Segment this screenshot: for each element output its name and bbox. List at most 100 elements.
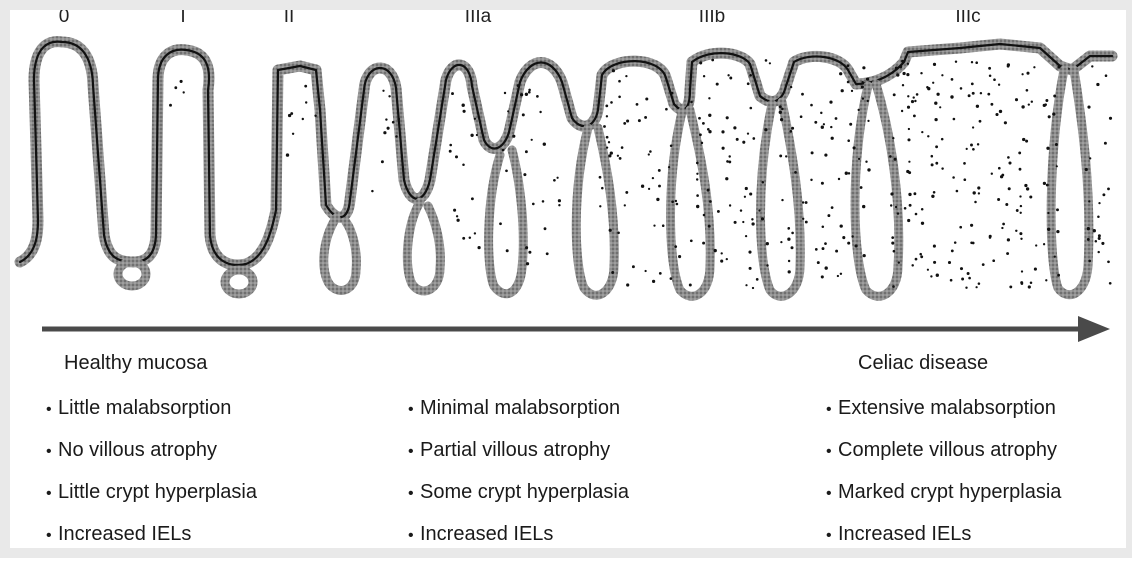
list-item: Increased IELs: [408, 524, 629, 566]
lymphocyte-dot: [907, 138, 910, 141]
stage-label-ii: II: [284, 6, 295, 28]
lymphocyte-dot: [455, 155, 458, 158]
lymphocyte-dot: [729, 204, 731, 206]
lymphocyte-dot: [1029, 195, 1032, 198]
lymphocyte-dot: [911, 264, 913, 266]
lymphocyte-dot: [921, 131, 923, 133]
lymphocyte-dot: [742, 141, 745, 144]
lymphocyte-dot: [670, 145, 673, 148]
lymphocyte-dot: [528, 91, 531, 94]
lymphocyte-dot: [835, 117, 838, 120]
lymphocyte-dot: [678, 255, 681, 258]
list-item: Minimal malabsorption: [408, 398, 629, 440]
lymphocyte-dot: [740, 209, 742, 211]
lymphocyte-dot: [823, 123, 825, 125]
lymphocyte-dot: [824, 242, 827, 245]
lymphocyte-dot: [1025, 140, 1028, 143]
lymphocyte-dot: [920, 255, 923, 258]
lymphocyte-dot: [934, 102, 937, 105]
lymphocyte-dot: [1045, 279, 1047, 281]
lymphocyte-dot: [180, 80, 183, 83]
lymphocyte-dot: [1007, 156, 1010, 159]
lymphocyte-dot: [890, 204, 892, 206]
lymphocyte-dot: [1026, 187, 1029, 190]
lymphocyte-dot: [978, 192, 980, 194]
lymphocyte-dot: [1020, 205, 1022, 207]
lymphocyte-dot: [1087, 106, 1090, 109]
lymphocyte-dot: [1098, 251, 1100, 253]
lymphocyte-dot: [995, 113, 998, 116]
stage-label-iiia: IIIa: [465, 6, 491, 28]
lymphocyte-dot: [895, 206, 897, 208]
lymphocyte-dot: [668, 166, 670, 168]
lymphocyte-dot: [765, 59, 768, 62]
lymphocyte-dot: [625, 191, 628, 194]
lymphocyte-dot: [611, 271, 614, 274]
lymphocyte-dot: [977, 143, 979, 145]
lymphocyte-dot: [751, 222, 754, 225]
lymphocyte-dot: [839, 72, 842, 75]
lymphocyte-dot: [927, 135, 929, 137]
lymphocyte-dot: [847, 64, 850, 67]
lymphocyte-dot: [853, 146, 856, 149]
lymphocyte-dot: [950, 95, 953, 98]
lymphocyte-dot: [1005, 203, 1008, 206]
lymphocyte-dot: [449, 144, 452, 147]
stage-label-i: I: [180, 6, 185, 28]
lymphocyte-dot: [726, 116, 729, 119]
lymphocyte-dot: [603, 125, 606, 128]
lymphocyte-dot: [769, 62, 771, 64]
lymphocyte-dot: [1104, 142, 1107, 145]
lymphocyte-dot: [371, 190, 373, 192]
lymphocyte-dot: [1015, 98, 1018, 101]
lymphocyte-dot: [674, 245, 677, 248]
lymphocyte-dot: [950, 279, 953, 282]
lymphocyte-dot: [791, 232, 794, 235]
lymphocyte-dot: [841, 89, 844, 92]
lymphocyte-dot: [451, 92, 454, 95]
lymphocyte-dot: [941, 167, 943, 169]
lymphocyte-dot: [970, 224, 973, 227]
lymphocyte-dot: [1056, 165, 1058, 167]
lymphocyte-dot: [915, 258, 918, 261]
lymphocyte-dot: [941, 74, 943, 76]
lymphocyte-dot: [1020, 238, 1022, 240]
lymphocyte-dot: [708, 130, 711, 133]
lymphocyte-dot: [1088, 200, 1090, 202]
lymphocyte-dot: [831, 137, 834, 140]
lymphocyte-dot: [764, 128, 767, 131]
lymphocyte-dot: [1057, 274, 1060, 277]
lymphocyte-dot: [671, 200, 674, 203]
lymphocyte-dot: [606, 136, 609, 139]
lymphocyte-dot: [670, 277, 673, 280]
list-item: Partial villous atrophy: [408, 440, 629, 482]
lymphocyte-dot: [779, 111, 782, 114]
lymphocyte-dot: [302, 118, 304, 120]
lymphocyte-dot: [456, 215, 458, 217]
lymphocyte-dot: [1009, 285, 1012, 288]
lymphocyte-dot: [544, 227, 547, 230]
lymphocyte-dot: [963, 162, 966, 165]
lymphocyte-dot: [1019, 168, 1022, 171]
lymphocyte-dot: [608, 141, 610, 143]
lymphocyte-dot: [610, 151, 613, 154]
lymphocyte-dot: [696, 178, 698, 180]
lymphocyte-dot: [1019, 232, 1022, 235]
lymphocyte-dot: [653, 224, 655, 226]
lymphocyte-dot: [998, 167, 1001, 170]
lymphocyte-dot: [474, 118, 476, 120]
lymphocyte-dot: [532, 203, 535, 206]
lymphocyte-dot: [891, 242, 894, 245]
lymphocyte-dot: [606, 146, 608, 148]
lymphocyte-dot: [971, 61, 973, 63]
lymphocyte-dot: [927, 269, 929, 271]
lymphocyte-dot: [1055, 143, 1058, 146]
lymphocyte-dot: [1087, 227, 1090, 230]
lymphocyte-dot: [894, 158, 897, 161]
lymphocyte-dot: [968, 277, 971, 280]
lymphocyte-dot: [749, 107, 752, 110]
lymphocyte-dot: [972, 92, 975, 95]
lymphocyte-dot: [1105, 74, 1108, 77]
lymphocyte-dot: [827, 214, 830, 217]
lymphocyte-dot: [919, 253, 922, 256]
